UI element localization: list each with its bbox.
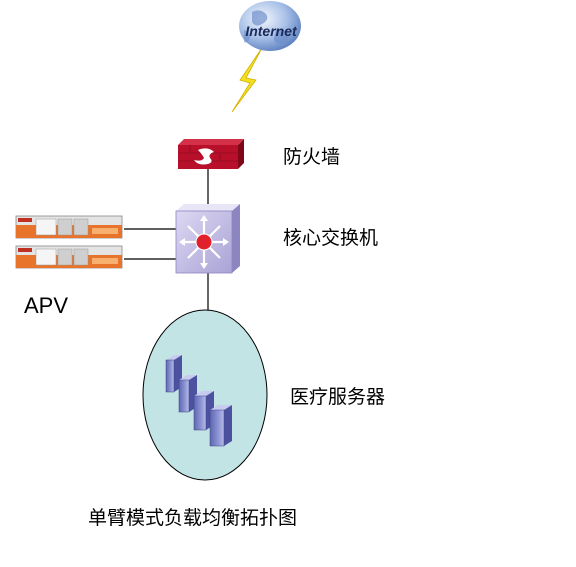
medical-servers-label: 医疗服务器 [290,386,386,408]
diagram-caption: 单臂模式负载均衡拓扑图 [88,507,298,529]
firewall-label: 防火墙 [283,146,341,168]
lightning-bolt-icon [231,47,263,113]
switch-icon [175,204,240,274]
globe-icon: Internet [239,1,301,51]
firewall-icon [178,139,244,169]
internet-text: Internet [245,23,298,39]
apv-device-2 [15,245,123,269]
server-tower-icon-4 [209,405,232,447]
core-switch-label: 核心交换机 [283,227,379,249]
apv-device-1 [15,215,123,239]
apv-label: APV [24,293,69,318]
